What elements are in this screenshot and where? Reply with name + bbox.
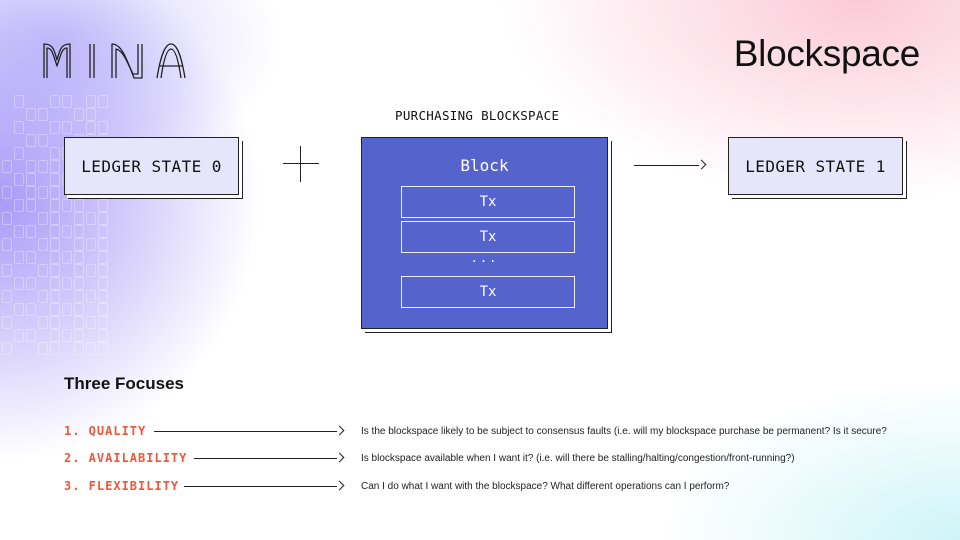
focuses-heading: Three Focuses	[64, 374, 184, 393]
mina-logo	[43, 43, 186, 79]
block-box: Block Tx Tx ... Tx	[361, 137, 608, 329]
ledger-state-0-box: LEDGER STATE 0	[64, 137, 239, 195]
focus-description-availability: Is blockspace available when I want it? …	[361, 453, 795, 464]
block-label: Block	[460, 156, 509, 175]
decorative-glyph-grid	[0, 95, 120, 355]
focus-description-flexibility: Can I do what I want with the blockspace…	[361, 481, 730, 492]
tx-item: Tx	[401, 221, 575, 253]
tx-item: Tx	[401, 186, 575, 218]
diagram-caption: PURCHASING BLOCKSPACE	[395, 108, 560, 123]
ledger-state-0-label: LEDGER STATE 0	[81, 156, 222, 176]
page-title: Blockspace	[733, 33, 921, 74]
focus-label-flexibility: 3. FLEXIBILITY	[64, 479, 180, 493]
arrow-right-icon	[184, 480, 345, 491]
focus-label-availability: 2. AVAILABILITY	[64, 451, 188, 465]
focus-label-quality: 1. QUALITY	[64, 424, 147, 438]
ledger-state-1-box: LEDGER STATE 1	[728, 137, 903, 195]
plus-icon	[283, 146, 319, 182]
arrow-right-icon	[154, 425, 345, 436]
arrow-right-icon	[634, 159, 707, 170]
ledger-state-1-label: LEDGER STATE 1	[745, 156, 886, 176]
tx-ellipsis: ...	[470, 251, 499, 265]
tx-item: Tx	[401, 276, 575, 308]
focus-description-quality: Is the blockspace likely to be subject t…	[361, 426, 887, 437]
arrow-right-icon	[194, 452, 345, 463]
